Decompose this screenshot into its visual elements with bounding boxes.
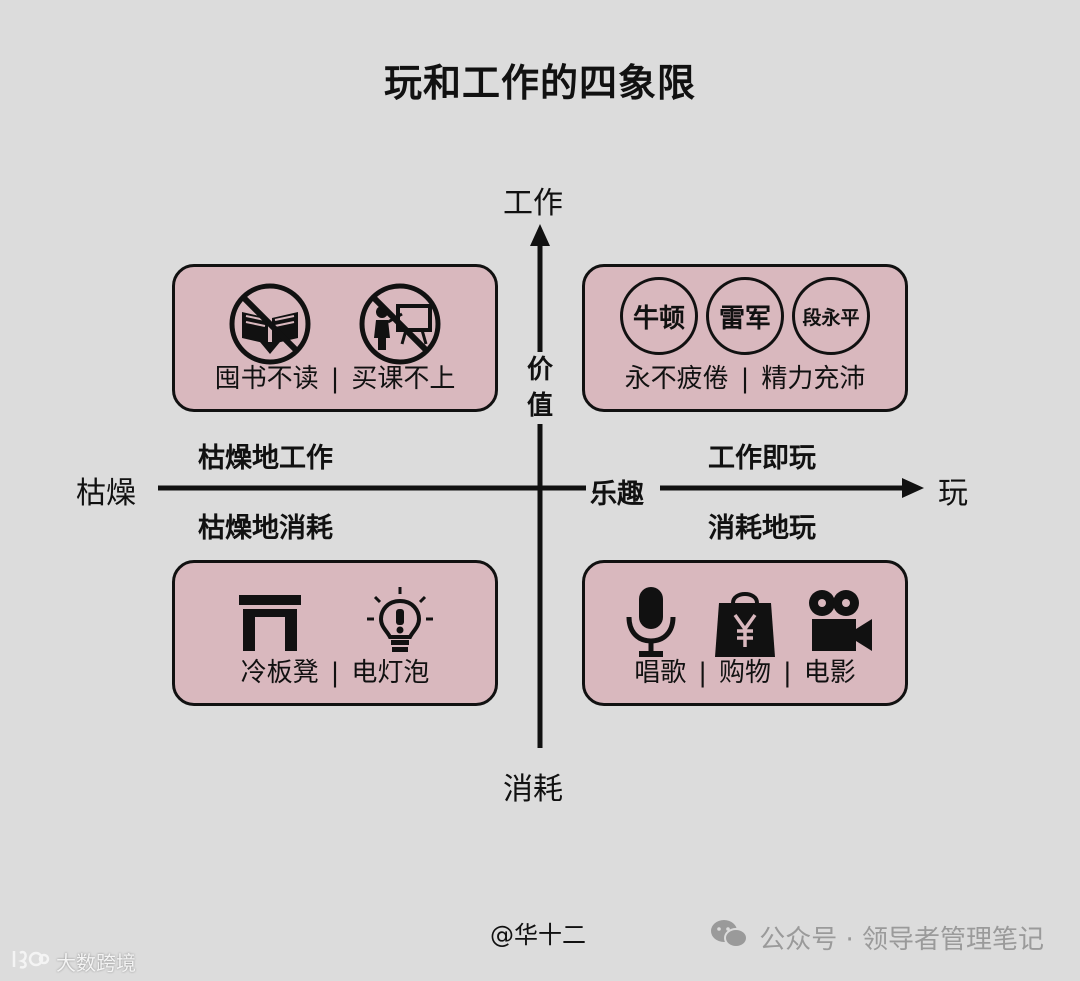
person-badge: 牛顿 <box>620 277 698 355</box>
quadrant-caption-top-left: 囤书不读 | 买课不上 <box>175 358 495 395</box>
quadrant-box-top-right: 牛顿 雷军 段永平 永不疲倦 | 精力充沛 <box>582 264 908 412</box>
quadrant-box-bottom-right: 唱歌 | 购物 | 电影 <box>582 560 908 706</box>
no-teaching-icon <box>355 279 445 369</box>
separator: | <box>698 658 707 688</box>
quadrant-label-bottom-right: 消耗地玩 <box>708 513 816 544</box>
watermark-text: 大数跨境 <box>56 951 136 975</box>
vertical-axis-arrow <box>530 224 550 246</box>
wechat-account-watermark: 公众号 · 领导者管理笔记 <box>709 918 1044 957</box>
quadrant-box-bottom-left: 冷板凳 | 电灯泡 <box>172 560 498 706</box>
item-label: 囤书不读 <box>214 364 319 394</box>
separator: | <box>330 658 340 688</box>
quadrant-caption-bottom-left: 冷板凳 | 电灯泡 <box>175 652 495 689</box>
no-book-icon <box>225 279 315 369</box>
quadrant-box-top-left: 囤书不读 | 买课不上 <box>172 264 498 412</box>
item-label: 精力充沛 <box>761 364 866 394</box>
account-name: 公众号 · 领导者管理笔记 <box>759 925 1044 955</box>
axis-top-label: 工作 <box>503 186 563 221</box>
quadrant-label-top-left: 枯燥地工作 <box>198 443 333 474</box>
author-credit: @华十二 <box>490 921 586 949</box>
item-label: 购物 <box>718 658 771 688</box>
axis-right-label: 玩 <box>938 476 968 511</box>
horizontal-axis-arrow <box>902 478 924 498</box>
lightbulb-icon <box>355 577 445 667</box>
item-label: 唱歌 <box>634 658 687 688</box>
item-label: 冷板凳 <box>240 658 319 688</box>
person-badge: 雷军 <box>706 277 784 355</box>
item-label: 电灯泡 <box>351 658 430 688</box>
quadrant-caption-bottom-right: 唱歌 | 购物 | 电影 <box>585 652 905 689</box>
separator: | <box>330 364 340 394</box>
bench-icon <box>225 577 315 667</box>
axis-vertical-mid-label: 价值 <box>522 352 558 424</box>
diagram-title: 玩和工作的四象限 <box>383 60 696 105</box>
microphone-icon <box>613 577 689 667</box>
item-label: 电影 <box>803 658 856 688</box>
item-label: 永不疲倦 <box>624 364 729 394</box>
axis-left-label: 枯燥 <box>76 476 136 511</box>
separator: | <box>740 364 750 394</box>
person-badge: 段永平 <box>792 277 870 355</box>
watermark-logo-icon <box>10 947 50 976</box>
shopping-bag-icon <box>707 577 783 667</box>
axis-bottom-label: 消耗 <box>503 772 563 807</box>
axis-horizontal-mid-label: 乐趣 <box>590 479 644 510</box>
item-label: 买课不上 <box>351 364 456 394</box>
wechat-icon <box>709 918 749 957</box>
quadrant-label-top-right: 工作即玩 <box>708 443 816 474</box>
movie-camera-icon <box>801 577 877 667</box>
corner-watermark: 大数跨境 <box>10 947 136 976</box>
quadrant-label-bottom-left: 枯燥地消耗 <box>198 513 333 544</box>
separator: | <box>783 658 792 688</box>
quadrant-caption-top-right: 永不疲倦 | 精力充沛 <box>585 358 905 395</box>
